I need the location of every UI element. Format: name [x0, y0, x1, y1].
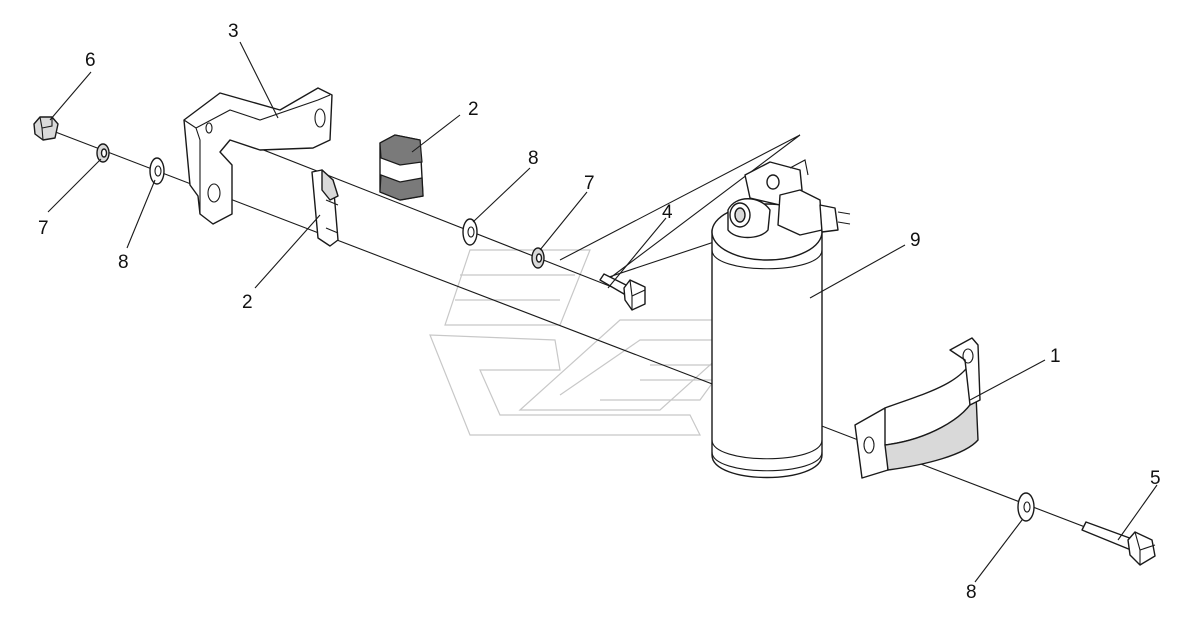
leader-lines [47, 41, 1158, 583]
receiver-drier-9 [711, 159, 851, 479]
callout-6: 6 [85, 50, 96, 71]
callout-7-left: 7 [38, 218, 49, 239]
flat-washer-8-left [149, 157, 165, 185]
watermark-logo [429, 249, 762, 436]
bolt-5 [1081, 521, 1156, 566]
bolt-4 [599, 273, 646, 311]
callout-4: 4 [662, 202, 673, 223]
callout-9: 9 [910, 230, 921, 251]
hex-nut-6 [33, 116, 59, 141]
callout-8-left: 8 [118, 252, 129, 273]
lock-washer-7-middle [531, 247, 545, 269]
callout-2-upper: 2 [468, 99, 479, 120]
flat-washer-8-right [1017, 492, 1035, 522]
callout-3: 3 [228, 21, 239, 42]
clamp-1 [854, 337, 981, 479]
rubber-pad-2-upper [379, 134, 424, 201]
callout-7-middle: 7 [584, 173, 595, 194]
bracket-3 [183, 87, 333, 225]
rubber-pad-2-lower [311, 169, 339, 247]
flat-washer-8-middle [462, 218, 478, 246]
callout-2-lower: 2 [242, 292, 253, 313]
callout-1: 1 [1050, 346, 1061, 367]
callout-8-right: 8 [966, 582, 977, 603]
callout-5: 5 [1150, 468, 1161, 489]
lock-washer-7-left [96, 143, 110, 163]
callout-8-middle: 8 [528, 148, 539, 169]
assembly-axis-upper [199, 124, 641, 299]
